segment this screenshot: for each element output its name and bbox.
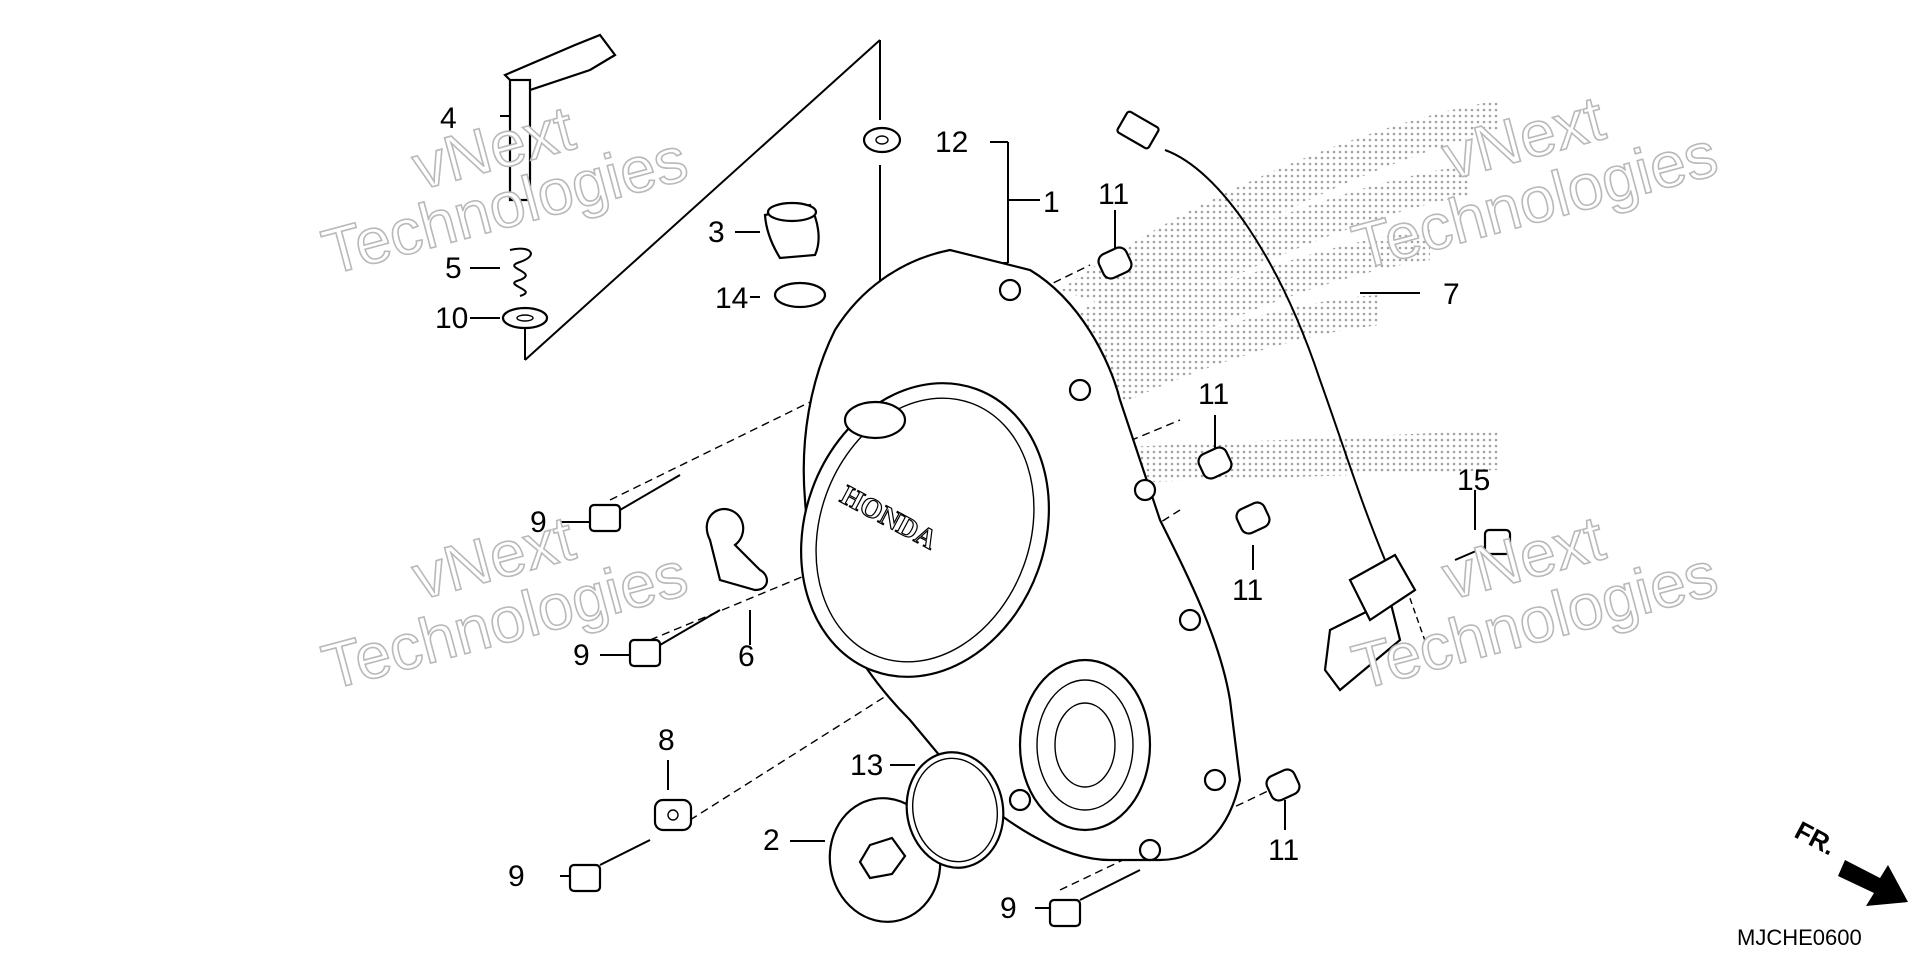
spring-part-5 <box>509 247 532 297</box>
callout-4: 4 <box>440 102 457 135</box>
callout-10: 10 <box>435 302 468 335</box>
callout-2: 2 <box>763 824 780 857</box>
front-direction-indicator: FR. <box>1790 815 1908 906</box>
callout-7: 7 <box>1443 278 1460 311</box>
dowel-pins-part-11 <box>1097 246 1301 802</box>
front-direction-label: FR. <box>1790 815 1841 861</box>
callout-9-b: 9 <box>573 639 590 672</box>
sensor-harness-part-7 <box>1116 110 1417 692</box>
callout-15: 15 <box>1457 464 1490 497</box>
diagram-code: MJCHE0600 <box>1737 925 1862 950</box>
clamp-part-6 <box>705 507 768 592</box>
callout-11-b: 11 <box>1198 378 1229 411</box>
washer-part-10 <box>501 306 549 330</box>
callout-6: 6 <box>738 640 755 673</box>
front-direction-arrow-icon <box>1838 860 1908 906</box>
o-ring-part-13 <box>905 751 1005 869</box>
callout-13: 13 <box>850 749 883 782</box>
wing-logo-background <box>1030 100 1500 485</box>
callout-11-a: 11 <box>1098 178 1129 211</box>
callout-14: 14 <box>715 282 748 315</box>
o-ring-part-14 <box>773 281 827 309</box>
callout-9-d: 9 <box>1000 892 1017 925</box>
callout-9-a: 9 <box>530 506 547 539</box>
callout-11-c: 11 <box>1232 574 1263 607</box>
callout-1: 1 <box>1043 186 1060 219</box>
callout-labels: 1 2 3 4 5 6 7 8 9 9 9 9 10 11 11 11 11 1… <box>435 102 1490 925</box>
oil-filler-cap-part-3 <box>763 201 820 260</box>
callout-11-d: 11 <box>1268 834 1299 867</box>
bolt-part-15 <box>1454 528 1512 561</box>
callout-5: 5 <box>445 252 462 285</box>
callout-3: 3 <box>708 216 725 249</box>
callout-12: 12 <box>935 126 968 159</box>
clutch-cover-part-1: HONDA <box>800 248 1242 862</box>
collar-part-8 <box>653 798 693 832</box>
callout-9-c: 9 <box>508 860 525 893</box>
washer-part-12 <box>862 126 902 154</box>
bolts-part-9 <box>568 474 1141 928</box>
callout-8: 8 <box>658 724 675 757</box>
lever-shaft-part-4 <box>503 33 617 202</box>
